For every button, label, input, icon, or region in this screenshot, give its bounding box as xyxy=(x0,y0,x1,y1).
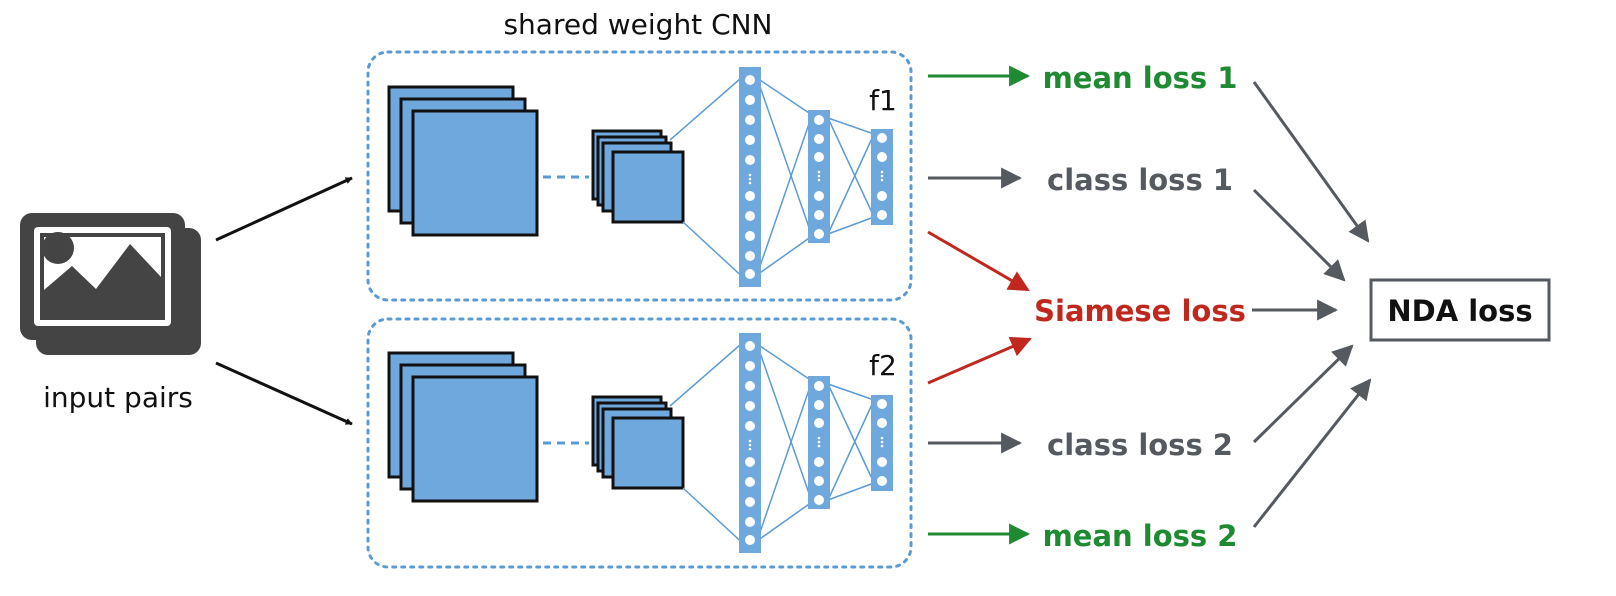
arrow-f1-to-siamese-loss xyxy=(927,230,1030,292)
branch-1-frame xyxy=(366,50,913,302)
fc-layer-1 xyxy=(739,67,761,287)
class-loss-1-label: class loss 1 xyxy=(1047,163,1233,197)
mean-loss-2-label: mean loss 2 xyxy=(1043,519,1238,553)
arrow-f2-to-siamese-loss xyxy=(927,336,1032,385)
class-loss-2-label: class loss 2 xyxy=(1047,428,1233,462)
mean-loss-1-label: mean loss 1 xyxy=(1043,61,1238,95)
diagram-title: shared weight CNN xyxy=(503,8,772,41)
feature-label-f2: f2 xyxy=(869,349,897,382)
input-arrow-top xyxy=(215,176,353,242)
fc-connections xyxy=(669,337,875,549)
fc-layer-2 xyxy=(808,376,830,509)
siamese-loss-label: Siamese loss xyxy=(1034,294,1246,328)
arrow-mean-loss-1-to-nda xyxy=(1252,81,1370,243)
input-pairs-label: input pairs xyxy=(43,381,193,414)
feature-label-f1: f1 xyxy=(869,84,897,117)
fc-connections xyxy=(669,71,875,283)
cnn-branch-2: f2 xyxy=(366,317,913,569)
conv-block-small xyxy=(591,129,685,224)
arrow-mean-loss-2-to-nda xyxy=(1252,378,1372,528)
feature-layer-f1 xyxy=(871,129,893,225)
cnn-branch-1: f1 xyxy=(366,50,913,302)
conv-block-small xyxy=(591,395,685,490)
nda-loss-label: NDA loss xyxy=(1387,294,1532,328)
branch-2-frame xyxy=(366,317,913,569)
feature-layer-f2 xyxy=(871,395,893,491)
input-arrow-bottom xyxy=(215,361,353,426)
fc-layer-1 xyxy=(739,333,761,553)
image-pair-icon xyxy=(20,213,201,355)
conv-block-large xyxy=(387,85,539,237)
arrow-class-loss-2-to-nda xyxy=(1252,344,1354,444)
nda-loss-box xyxy=(1369,278,1551,342)
conv-block-large xyxy=(387,351,539,503)
fc-layer-2 xyxy=(808,110,830,243)
arrow-class-loss-1-to-nda xyxy=(1252,188,1346,282)
